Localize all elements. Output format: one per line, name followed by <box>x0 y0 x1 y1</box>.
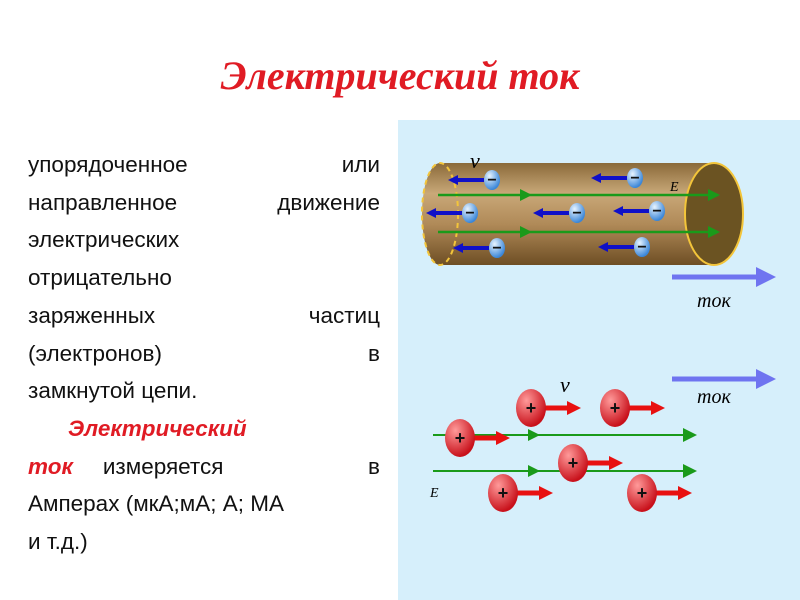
ion-velocity-arrow-head <box>609 456 623 470</box>
text-line: отрицательно <box>28 265 172 291</box>
electron <box>649 201 665 221</box>
field-arrow-head <box>708 226 720 238</box>
ion-velocity-arrow-head <box>678 486 692 500</box>
electron <box>484 170 500 190</box>
electron-velocity-arrow-head <box>426 208 436 218</box>
text-line: заряженных частиц <box>28 302 380 328</box>
ion-sign: + <box>568 453 579 473</box>
text-line: электрических <box>28 227 180 253</box>
electron-sign: − <box>637 239 646 256</box>
electron <box>489 238 505 258</box>
term-highlight: ток <box>28 453 73 479</box>
field-label: E <box>669 180 679 195</box>
current-direction-arrow-head <box>756 267 776 287</box>
text-line: замкнутой цепи. <box>28 378 198 404</box>
velocity-label: v <box>560 372 570 397</box>
electron-velocity-arrow-head <box>591 173 601 183</box>
current-direction-arrow-head <box>756 369 776 389</box>
velocity-label: v <box>470 148 480 173</box>
term-highlight: Электрический <box>68 415 247 441</box>
ion-sign: + <box>526 398 537 418</box>
electron <box>627 168 643 188</box>
text-line: (электронов) в <box>28 340 380 366</box>
ion-velocity-arrow-head <box>651 401 665 415</box>
current-label: ток <box>697 290 731 312</box>
positive-ion <box>445 419 475 457</box>
positive-ion <box>488 474 518 512</box>
ion-sign: + <box>455 428 466 448</box>
ion-sign: + <box>610 398 621 418</box>
ion-velocity-arrow-head <box>539 486 553 500</box>
text-line: направленное движение <box>28 189 380 215</box>
text-line: упорядоченное или <box>28 152 380 177</box>
field-arrow-head <box>520 189 532 201</box>
electron-sign: − <box>572 205 581 222</box>
text-line: Амперах (мкА;мА; А; МА <box>28 491 285 517</box>
electron <box>462 203 478 223</box>
electron <box>569 203 585 223</box>
field-arrow-head <box>520 226 532 238</box>
electron-velocity-arrow-head <box>453 243 463 253</box>
electron-velocity-arrow-head <box>598 242 608 252</box>
positive-ion <box>516 389 546 427</box>
ion-sign: + <box>498 483 509 503</box>
electron-sign: − <box>487 172 496 189</box>
text-line: и т.д.) <box>28 529 88 555</box>
ion-sign: + <box>637 483 648 503</box>
definition-text: упорядоченное или направленное движение … <box>28 146 380 561</box>
field-arrow-head <box>708 189 720 201</box>
electron <box>634 237 650 257</box>
field-label: E <box>429 486 439 501</box>
positive-ion <box>558 444 588 482</box>
electron-sign: − <box>630 170 639 187</box>
field-arrow-head <box>528 429 540 441</box>
ion-velocity-arrow-head <box>567 401 581 415</box>
electron-velocity-arrow-head <box>533 208 543 218</box>
ion-velocity-arrow-head <box>496 431 510 445</box>
electron-velocity-arrow-head <box>613 206 623 216</box>
electron-sign: − <box>652 203 661 220</box>
current-label: ток <box>697 386 731 408</box>
field-line-head <box>683 464 697 478</box>
electron-sign: − <box>465 205 474 222</box>
positive-ion <box>600 389 630 427</box>
field-line-head <box>683 428 697 442</box>
electron-velocity-arrow-head <box>448 175 458 185</box>
positive-ion <box>627 474 657 512</box>
field-arrow-head <box>528 465 540 477</box>
slide-title: Электрический ток <box>220 53 580 98</box>
electron-sign: − <box>492 240 501 257</box>
